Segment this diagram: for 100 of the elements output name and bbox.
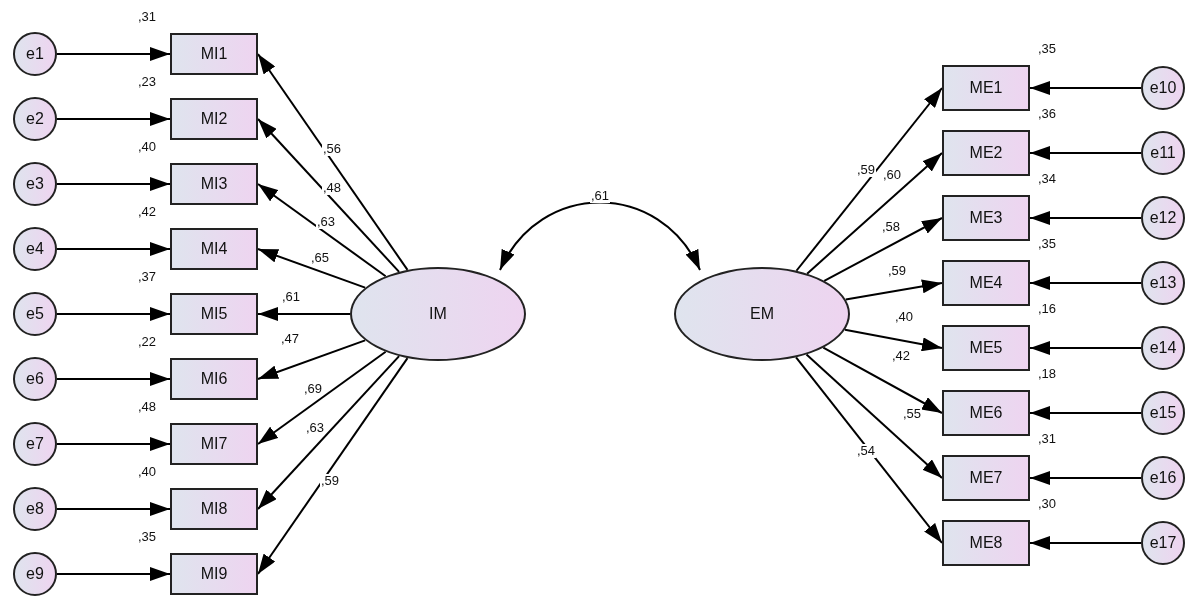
squared-correlation-label: ,31	[138, 9, 157, 24]
path-arrow	[56, 307, 171, 321]
variable-name: e2	[26, 110, 44, 128]
error-term-circle	[1141, 326, 1185, 370]
path-arrow	[1029, 406, 1142, 420]
correlation-arrow	[499, 201, 701, 271]
path-arrow	[56, 47, 171, 61]
error-term-circle	[13, 162, 57, 206]
observed-variable-box	[170, 228, 258, 270]
observed-variable-box	[170, 293, 258, 335]
observed-variable-box	[942, 65, 1030, 111]
observed-variable-box	[170, 358, 258, 400]
variable-name: e6	[26, 370, 44, 388]
path-arrow	[257, 118, 401, 273]
squared-correlation-label: ,34	[1038, 171, 1057, 186]
observed-variable-box	[942, 455, 1030, 501]
squared-correlation-label: ,35	[1038, 236, 1057, 251]
squared-correlation-label: ,18	[1038, 366, 1057, 381]
error-term-circle	[13, 357, 57, 401]
observed-variable-box	[942, 520, 1030, 566]
observed-variable-box	[942, 130, 1030, 176]
variable-name: e12	[1149, 209, 1177, 227]
path-arrow	[257, 183, 387, 278]
squared-correlation-label: ,22	[138, 334, 157, 349]
variable-name: e4	[26, 240, 44, 258]
error-term-circle	[13, 422, 57, 466]
path-arrow	[1029, 146, 1142, 160]
variable-name: MI5	[200, 305, 228, 323]
variable-name: e3	[26, 175, 44, 193]
variable-name: e15	[1149, 404, 1177, 422]
edge-label: ,61	[590, 189, 611, 203]
variable-name: ME2	[969, 144, 1003, 162]
squared-correlation-label: ,31	[1038, 431, 1057, 446]
path-arrow	[56, 177, 171, 191]
observed-variable-box	[170, 98, 258, 140]
edge-label: ,42	[891, 349, 912, 363]
error-term-circle	[13, 97, 57, 141]
edge-label: ,61	[281, 290, 302, 304]
edge-label: ,63	[305, 421, 326, 435]
path-arrow	[56, 112, 171, 126]
edge-label: ,59	[320, 474, 341, 488]
edge-label: ,55	[902, 407, 923, 421]
path-arrow	[1029, 211, 1142, 225]
path-arrow	[56, 372, 171, 386]
squared-correlation-label: ,40	[138, 139, 157, 154]
error-term-circle	[1141, 391, 1185, 435]
variable-name: MI7	[200, 435, 228, 453]
observed-variable-box	[170, 488, 258, 530]
path-arrow	[822, 346, 943, 414]
error-term-circle	[1141, 521, 1185, 565]
error-term-circle	[1141, 66, 1185, 110]
path-arrow	[257, 350, 387, 445]
variable-name: MI2	[200, 110, 228, 128]
error-term-circle	[1141, 131, 1185, 175]
path-arrow	[56, 567, 171, 581]
variable-name: MI6	[200, 370, 228, 388]
path-arrow	[56, 502, 171, 516]
error-term-circle	[13, 292, 57, 336]
observed-variable-box	[170, 423, 258, 465]
variable-name: e14	[1149, 339, 1177, 357]
observed-variable-box	[942, 325, 1030, 371]
error-term-circle	[13, 227, 57, 271]
path-arrow	[56, 437, 171, 451]
observed-variable-box	[942, 260, 1030, 306]
variable-name: MI4	[200, 240, 228, 258]
variable-name: ME5	[969, 339, 1003, 357]
observed-variable-box	[170, 33, 258, 75]
variable-name: e13	[1149, 274, 1177, 292]
variable-name: ME6	[969, 404, 1003, 422]
squared-correlation-label: ,35	[138, 529, 157, 544]
variable-name: e17	[1149, 534, 1177, 552]
squared-correlation-label: ,16	[1038, 301, 1057, 316]
variable-name: e7	[26, 435, 44, 453]
variable-name: ME4	[969, 274, 1003, 292]
variable-name: ME3	[969, 209, 1003, 227]
observed-variable-box	[170, 553, 258, 595]
path-arrow	[1029, 81, 1142, 95]
path-arrow	[1029, 341, 1142, 355]
error-term-circle	[1141, 456, 1185, 500]
variable-name: e1	[26, 45, 44, 63]
squared-correlation-label: ,36	[1038, 106, 1057, 121]
path-arrow	[56, 242, 171, 256]
edge-label: ,59	[887, 264, 908, 278]
variable-name: e9	[26, 565, 44, 583]
squared-correlation-label: ,35	[1038, 41, 1057, 56]
observed-variable-box	[942, 195, 1030, 241]
error-term-circle	[1141, 196, 1185, 240]
squared-correlation-label: ,30	[1038, 496, 1057, 511]
error-term-circle	[13, 32, 57, 76]
variable-name: e5	[26, 305, 44, 323]
variable-name: e11	[1150, 144, 1176, 162]
path-arrow	[257, 355, 401, 510]
error-term-circle	[1141, 261, 1185, 305]
path-arrow	[1029, 471, 1142, 485]
squared-correlation-label: ,40	[138, 464, 157, 479]
observed-variable-box	[170, 163, 258, 205]
edge-label: ,48	[322, 181, 343, 195]
edge-label: ,40	[894, 310, 915, 324]
edge-label: ,69	[303, 382, 324, 396]
edge-label: ,65	[310, 251, 331, 265]
